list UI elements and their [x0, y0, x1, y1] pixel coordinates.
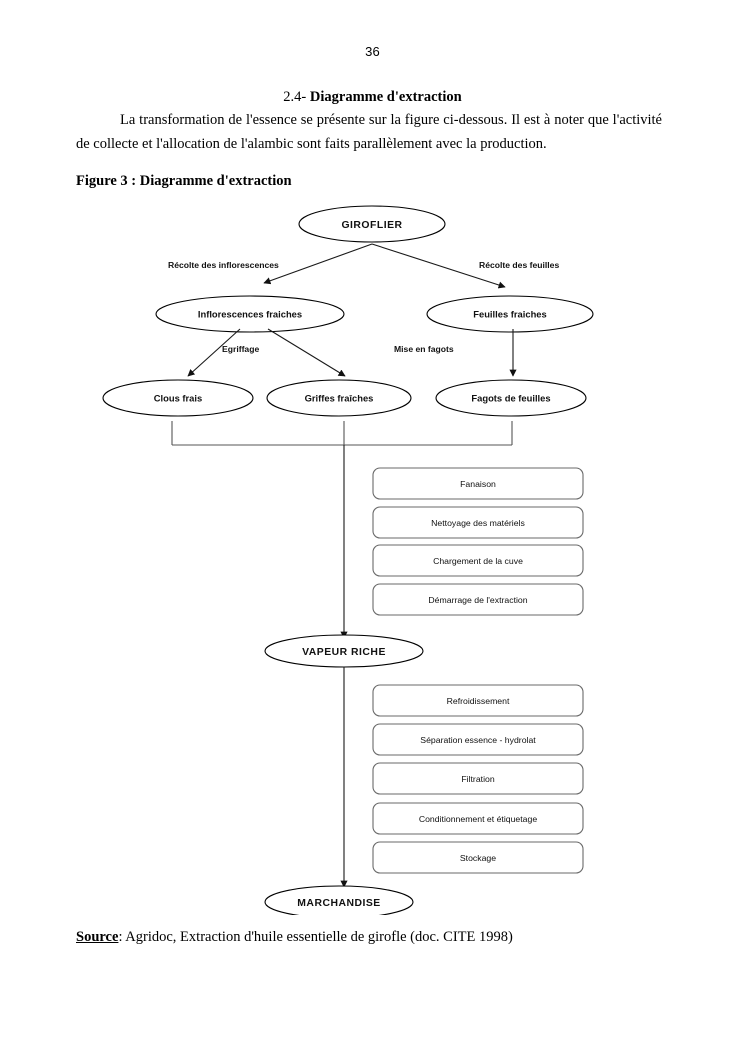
process-box-filtration: Filtration: [372, 762, 584, 795]
source-label: Source: [76, 929, 119, 945]
edge-inflorescences-clous: [187, 328, 241, 377]
process-box-filtration-label: Filtration: [461, 774, 494, 784]
edge-giroflier-inflorescences: [263, 243, 373, 285]
process-box-refroidissement-label: Refroidissement: [447, 696, 510, 706]
process-box-fanaison-label: Fanaison: [460, 479, 496, 489]
section-title: Diagramme d'extraction: [309, 89, 462, 105]
edge-label-recolte-inflorescences: Récolte des inflorescences: [168, 260, 279, 270]
node-fagots-label: Fagots de feuilles: [471, 392, 550, 403]
process-box-chargement-label: Chargement de la cuve: [433, 556, 523, 566]
source-text: : Agridoc, Extraction d'huile essentiell…: [118, 929, 513, 945]
edge-label-mise-en-fagots: Mise en fagots: [394, 344, 454, 354]
node-feuilles-label: Feuilles fraiches: [473, 308, 546, 319]
node-inflorescences-fraiches: Inflorescences fraiches: [155, 295, 345, 333]
process-box-nettoyage-label: Nettoyage des matériels: [431, 518, 525, 528]
figure-source: Source: Agridoc, Extraction d'huile esse…: [76, 929, 513, 946]
node-giroflier: GIROFLIER: [298, 205, 446, 243]
node-vapeur-label: VAPEUR RICHE: [302, 647, 386, 658]
figure-caption: Figure 3 : Diagramme d'extraction: [76, 173, 292, 189]
process-box-demarrage: Démarrage de l'extraction: [372, 583, 584, 616]
edge-inflorescences-griffes: [267, 328, 346, 377]
process-box-demarrage-label: Démarrage de l'extraction: [428, 595, 527, 605]
edge-label-egriffage: Egriffage: [222, 344, 259, 354]
node-giroflier-label: GIROFLIER: [341, 220, 402, 231]
node-fagots-de-feuilles: Fagots de feuilles: [435, 379, 587, 417]
process-box-nettoyage: Nettoyage des matériels: [372, 506, 584, 539]
node-griffes-label: Griffes fraîches: [305, 392, 374, 403]
process-box-stockage: Stockage: [372, 841, 584, 874]
edge-label-recolte-feuilles: Récolte des feuilles: [479, 260, 559, 270]
process-box-conditionnement-label: Conditionnement et étiquetage: [419, 814, 538, 824]
edge-giroflier-feuilles: [371, 243, 506, 289]
node-clous-label: Clous frais: [154, 392, 202, 403]
process-box-fanaison: Fanaison: [372, 467, 584, 500]
process-box-separation: Séparation essence - hydrolat: [372, 723, 584, 756]
process-box-conditionnement: Conditionnement et étiquetage: [372, 802, 584, 835]
node-clous-frais: Clous frais: [102, 379, 254, 417]
process-box-separation-label: Séparation essence - hydrolat: [420, 735, 536, 745]
section-number: 2.4-: [283, 89, 307, 105]
intro-paragraph: La transformation de l'essence se présen…: [76, 112, 662, 152]
process-box-stockage-label: Stockage: [460, 853, 496, 863]
process-box-chargement: Chargement de la cuve: [372, 544, 584, 577]
node-marchandise: MARCHANDISE: [264, 885, 414, 915]
node-marchandise-label: MARCHANDISE: [297, 898, 380, 909]
node-vapeur-riche: VAPEUR RICHE: [264, 634, 424, 668]
process-box-refroidissement: Refroidissement: [372, 684, 584, 717]
section-heading: 2.4- Diagramme d'extraction: [0, 89, 745, 106]
node-griffes-fraiches: Griffes fraîches: [266, 379, 412, 417]
page-number: 36: [365, 44, 380, 59]
node-feuilles-fraiches: Feuilles fraiches: [426, 295, 594, 333]
node-inflorescences-label: Inflorescences fraiches: [198, 308, 302, 319]
extraction-diagram: GIROFLIER Récolte des inflorescences Réc…: [0, 195, 745, 915]
